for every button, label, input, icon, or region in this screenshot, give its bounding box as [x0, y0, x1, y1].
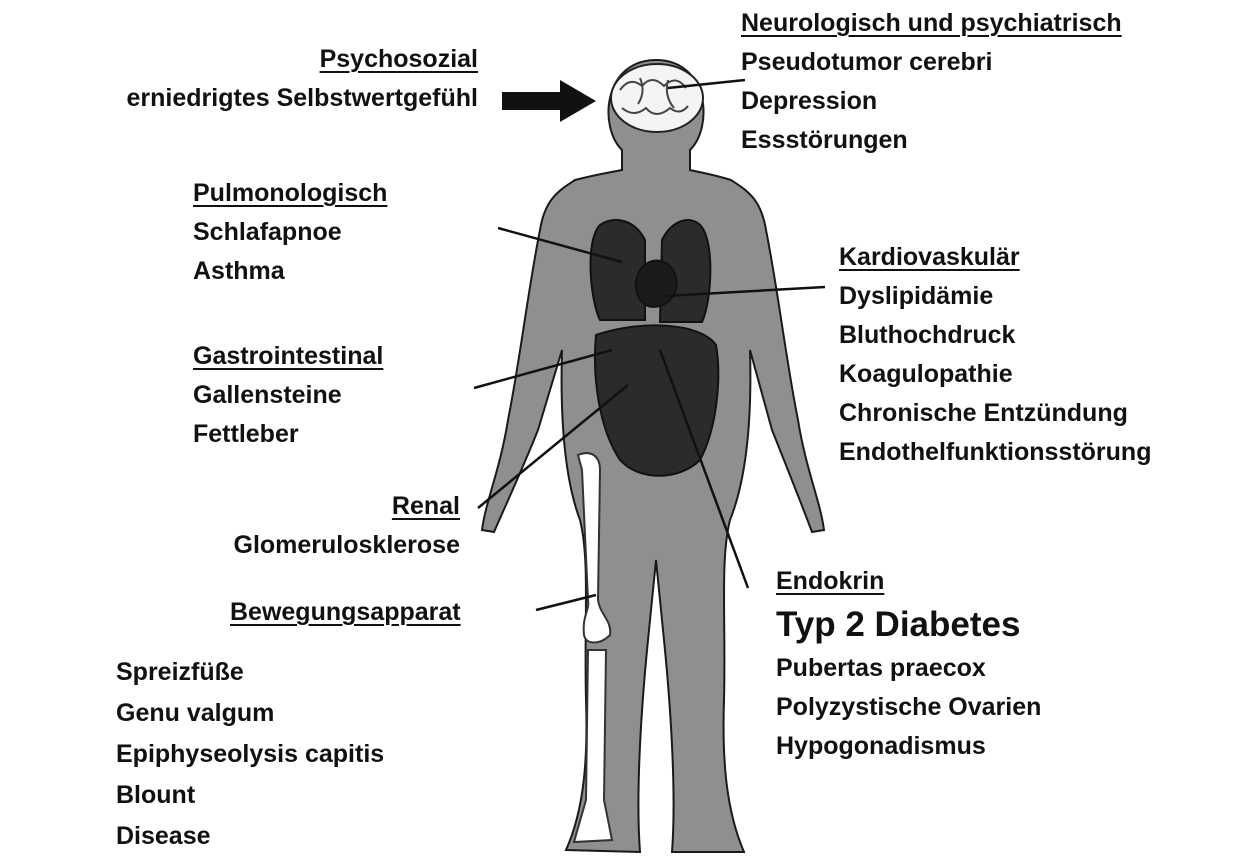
item-neuro-1: Pseudotumor cerebri [741, 43, 1122, 82]
arrow-icon [502, 80, 596, 122]
group-psychosozial: Psychosozial erniedrigtes Selbstwertgefü… [127, 40, 478, 118]
item-gastro-2: Fettleber [193, 415, 383, 454]
heading-pulmo: Pulmonologisch [193, 174, 387, 213]
item-pulmo-2: Asthma [193, 252, 387, 291]
heading-renal: Renal [234, 487, 460, 526]
group-gastro: Gastrointestinal Gallensteine Fettleber [193, 337, 383, 454]
item-bewegung-1: Spreizfüße [116, 652, 384, 693]
item-endokrin-2: Pubertas praecox [776, 649, 1041, 688]
item-kardio-2: Bluthochdruck [839, 316, 1151, 355]
item-renal-1: Glomerulosklerose [234, 526, 460, 565]
item-bewegung-5: Disease [116, 816, 384, 857]
item-gastro-1: Gallensteine [193, 376, 383, 415]
group-kardio: Kardiovaskulär Dyslipidämie Bluthochdruc… [839, 238, 1151, 472]
item-bewegung-3: Epiphyseolysis capitis [116, 734, 384, 775]
heading-psychosozial: Psychosozial [127, 40, 478, 79]
group-pulmo: Pulmonologisch Schlafapnoe Asthma [193, 174, 387, 291]
group-renal: Renal Glomerulosklerose [234, 487, 460, 565]
item-kardio-1: Dyslipidämie [839, 277, 1151, 316]
item-endokrin-4: Hypogonadismus [776, 727, 1041, 766]
group-endokrin: Endokrin Typ 2 Diabetes Pubertas praecox… [776, 562, 1041, 766]
item-neuro-2: Depression [741, 82, 1122, 121]
item-bewegung-4: Blount [116, 775, 384, 816]
item-pulmo-1: Schlafapnoe [193, 213, 387, 252]
group-bewegung-items: Spreizfüße Genu valgum Epiphyseolysis ca… [116, 652, 384, 857]
heading-bewegung: Bewegungsapparat [230, 593, 461, 632]
item-kardio-5: Endothelfunktionsstörung [839, 433, 1151, 472]
item-kardio-3: Koagulopathie [839, 355, 1151, 394]
item-kardio-4: Chronische Entzündung [839, 394, 1151, 433]
item-bewegung-2: Genu valgum [116, 693, 384, 734]
heart [636, 261, 677, 307]
item-neuro-3: Essstörungen [741, 121, 1122, 160]
item-psychosozial-1: erniedrigtes Selbstwertgefühl [127, 79, 478, 118]
heading-neuro: Neurologisch und psychiatrisch [741, 4, 1122, 43]
item-endokrin-1: Typ 2 Diabetes [776, 601, 1041, 649]
item-endokrin-3: Polyzystische Ovarien [776, 688, 1041, 727]
heading-gastro: Gastrointestinal [193, 337, 383, 376]
brain [611, 64, 703, 132]
group-bewegung-heading: Bewegungsapparat [230, 593, 461, 632]
heading-kardio: Kardiovaskulär [839, 238, 1151, 277]
heading-endokrin: Endokrin [776, 562, 1041, 601]
group-neuro: Neurologisch und psychiatrisch Pseudotum… [741, 4, 1122, 160]
